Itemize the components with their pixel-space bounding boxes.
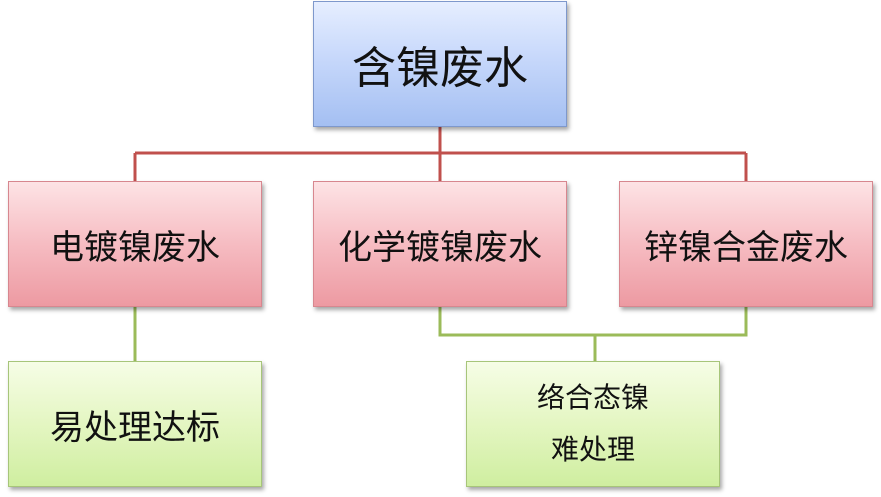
category-node-zinc-nickel: 锌镍合金废水 (619, 181, 873, 307)
result-node-line2: 难处理 (550, 433, 635, 466)
green-connectors (133, 307, 748, 361)
result-node-easy: 易处理达标 (8, 361, 262, 487)
root-node: 含镍废水 (313, 1, 567, 127)
result-node-label: 易处理达标 (50, 407, 220, 448)
category-node-electroless: 化学镀镍废水 (313, 181, 567, 307)
line-merge-to-complex (438, 307, 748, 337)
red-connectors (133, 127, 748, 181)
root-node-label: 含镍废水 (352, 43, 528, 94)
category-node-label: 电镀镍废水 (50, 227, 220, 268)
result-node-line1: 络合态镍 (536, 381, 649, 414)
category-node-electroplating: 电镀镍废水 (8, 181, 262, 307)
category-node-label: 锌镍合金废水 (644, 227, 848, 268)
result-node-complex: 络合态镍 难处理 (466, 361, 720, 487)
category-node-label: 化学镀镍废水 (338, 227, 542, 268)
